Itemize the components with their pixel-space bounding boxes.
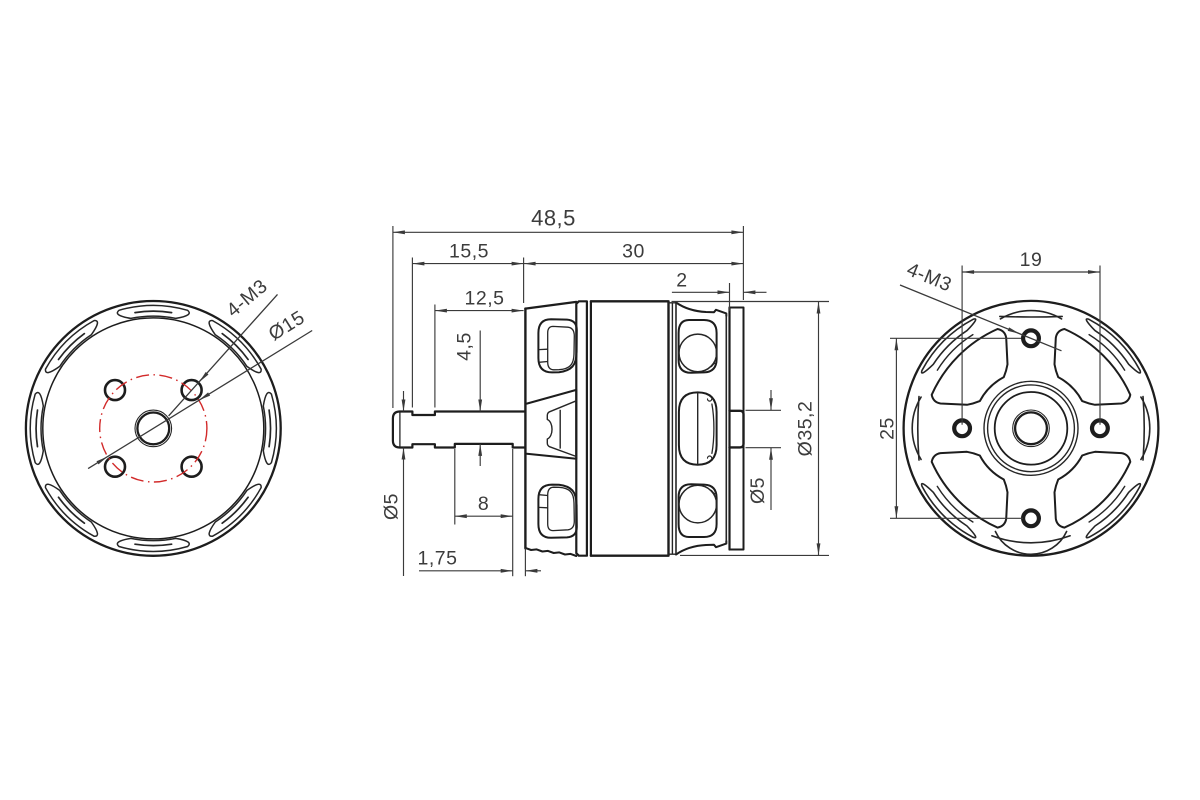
svg-text:1,75: 1,75 <box>418 548 458 570</box>
svg-text:12,5: 12,5 <box>465 288 505 310</box>
svg-text:Ø35,2: Ø35,2 <box>795 401 817 457</box>
svg-text:48,5: 48,5 <box>531 206 576 231</box>
svg-text:30: 30 <box>622 241 645 263</box>
svg-text:Ø5: Ø5 <box>381 493 403 520</box>
svg-text:4,5: 4,5 <box>454 332 476 361</box>
svg-text:15,5: 15,5 <box>449 241 489 263</box>
svg-text:2: 2 <box>676 270 687 292</box>
svg-text:19: 19 <box>1020 249 1043 271</box>
svg-text:8: 8 <box>478 493 489 515</box>
svg-text:25: 25 <box>877 417 899 440</box>
svg-text:Ø5: Ø5 <box>747 477 769 504</box>
